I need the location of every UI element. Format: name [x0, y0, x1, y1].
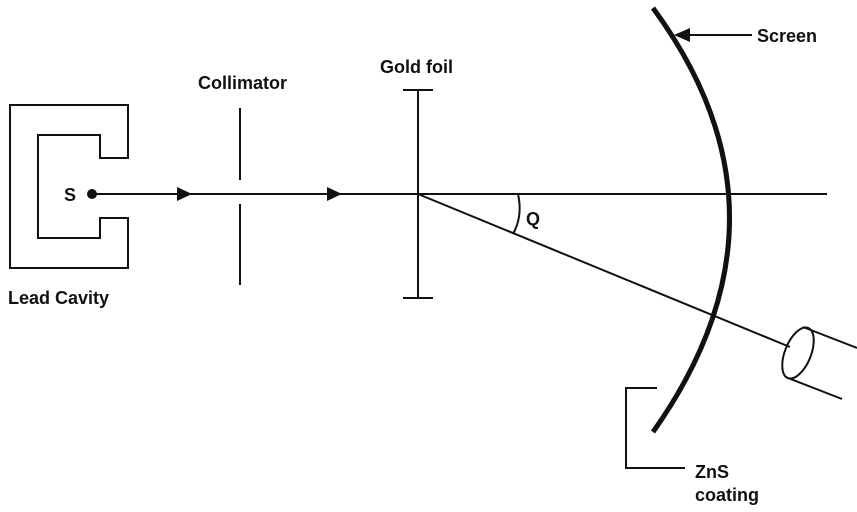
beam-arrowhead-1 — [177, 187, 192, 201]
lead-cavity-shape — [9, 104, 129, 269]
scattered-beam-line — [417, 193, 791, 348]
telescope-lower-edge — [787, 377, 843, 400]
scattering-angle-arc — [512, 193, 521, 235]
screen-pointer-arrowhead — [674, 28, 690, 42]
lead-cavity-label: Lead Cavity — [8, 288, 109, 308]
beam-arrowhead-2 — [327, 187, 342, 201]
zns-label-line1: ZnS — [695, 462, 729, 482]
source-label: S — [64, 185, 76, 205]
zns-label-line2: coating — [695, 485, 759, 505]
gold-foil-label: Gold foil — [380, 57, 453, 77]
screen-label: Screen — [757, 26, 817, 46]
collimator-label: Collimator — [198, 73, 287, 93]
telescope-lens-icon — [781, 326, 815, 380]
zns-coating-bracket — [625, 387, 685, 469]
angle-label: Q — [526, 209, 540, 229]
screen-arc — [650, 6, 732, 434]
